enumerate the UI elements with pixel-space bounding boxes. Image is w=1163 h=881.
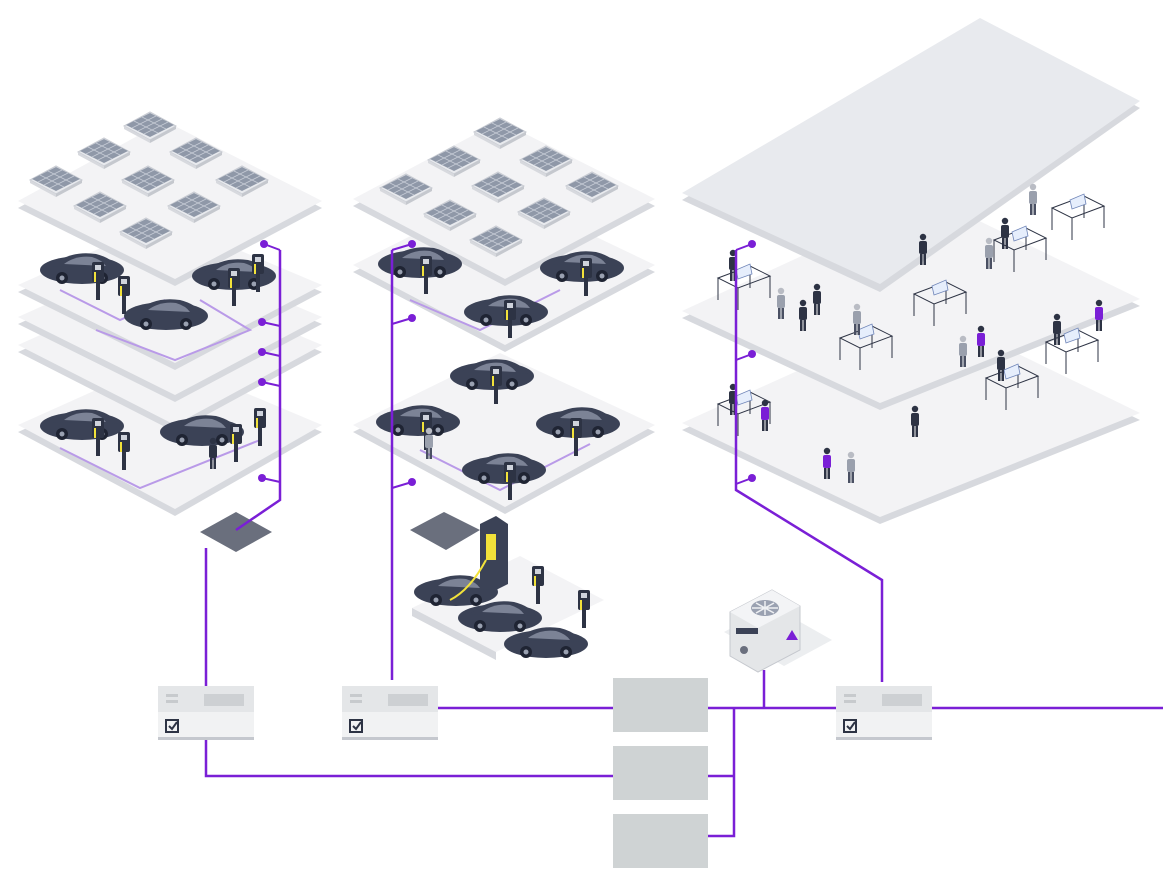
fan-unit-icon [751, 600, 779, 616]
meter-check-icon [157, 685, 255, 741]
person-icon [1095, 299, 1103, 331]
warning-icon [786, 630, 798, 640]
mid-floor-1 [353, 353, 655, 514]
meter-check-icon [341, 685, 439, 741]
office-building [682, 18, 1140, 682]
storage-box [613, 746, 708, 800]
storage-box [613, 814, 708, 868]
storage-box [613, 678, 708, 732]
office-roof [682, 18, 1140, 292]
meter-check-icon [835, 685, 933, 741]
transformer-pad [200, 512, 272, 552]
desk-icon [1051, 193, 1105, 241]
fast-charger-icon [480, 516, 508, 592]
transformer-pad [410, 512, 480, 550]
left-building [18, 111, 322, 552]
grid-wiring [204, 548, 1163, 838]
person-icon [1029, 183, 1037, 215]
middle-building [353, 117, 655, 680]
person-icon [1053, 313, 1061, 345]
hvac-unit [724, 589, 832, 708]
charger-icon [578, 590, 590, 628]
